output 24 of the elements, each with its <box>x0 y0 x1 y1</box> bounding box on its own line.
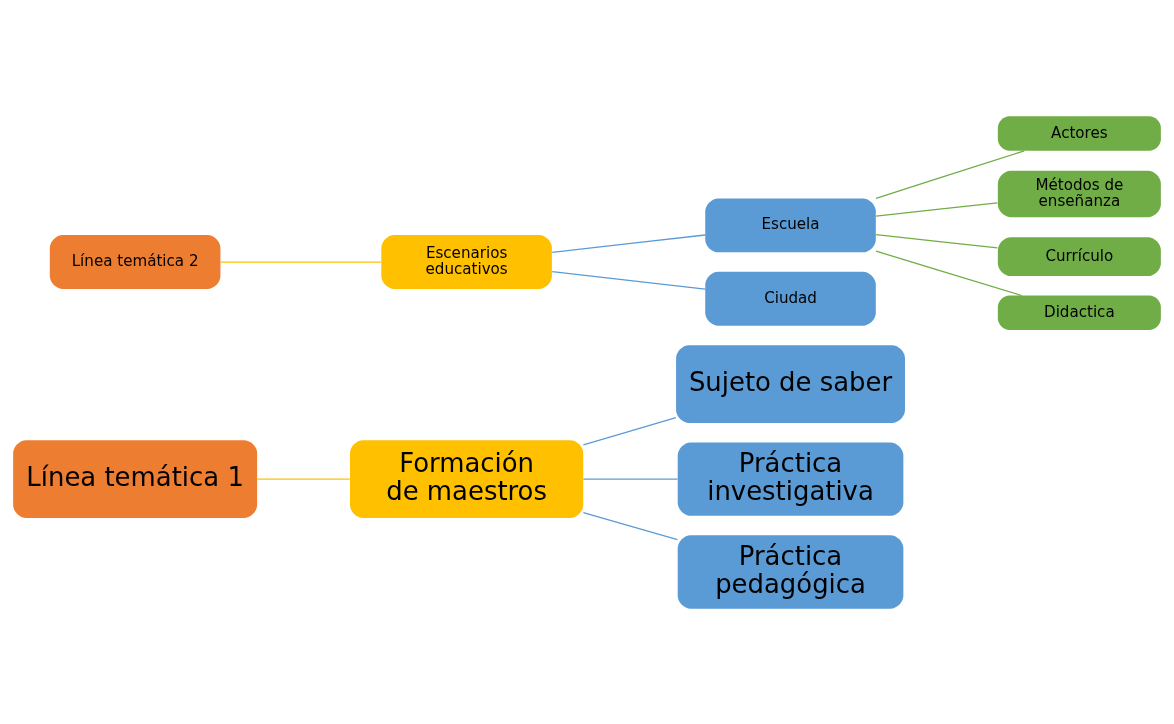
connector <box>582 477 679 480</box>
node-box: Escenarios educativos <box>381 234 552 289</box>
connector <box>551 233 706 253</box>
node-box: Línea temática 1 <box>13 439 258 518</box>
node-box: Práctica pedagógica <box>677 534 904 609</box>
connector <box>219 260 382 263</box>
connector <box>582 416 677 446</box>
connector <box>582 511 679 540</box>
node-box: Currículo <box>997 236 1161 276</box>
node-box: Sujeto de saber <box>676 344 905 423</box>
connector <box>875 149 1025 199</box>
node-box: Didactica <box>997 295 1161 330</box>
connector <box>875 250 1023 296</box>
node-box: Formación de maestros <box>350 439 584 518</box>
node-box: Escuela <box>705 197 876 252</box>
node-box: Línea temática 2 <box>49 234 221 289</box>
node-box: Ciudad <box>705 271 876 326</box>
connector <box>875 201 999 217</box>
node-box: Métodos de enseñanza <box>997 170 1161 217</box>
connector <box>551 270 706 290</box>
node-box: Actores <box>997 115 1161 151</box>
connector <box>256 477 351 480</box>
node-box: Práctica investigativa <box>677 441 904 516</box>
connector <box>875 233 999 248</box>
